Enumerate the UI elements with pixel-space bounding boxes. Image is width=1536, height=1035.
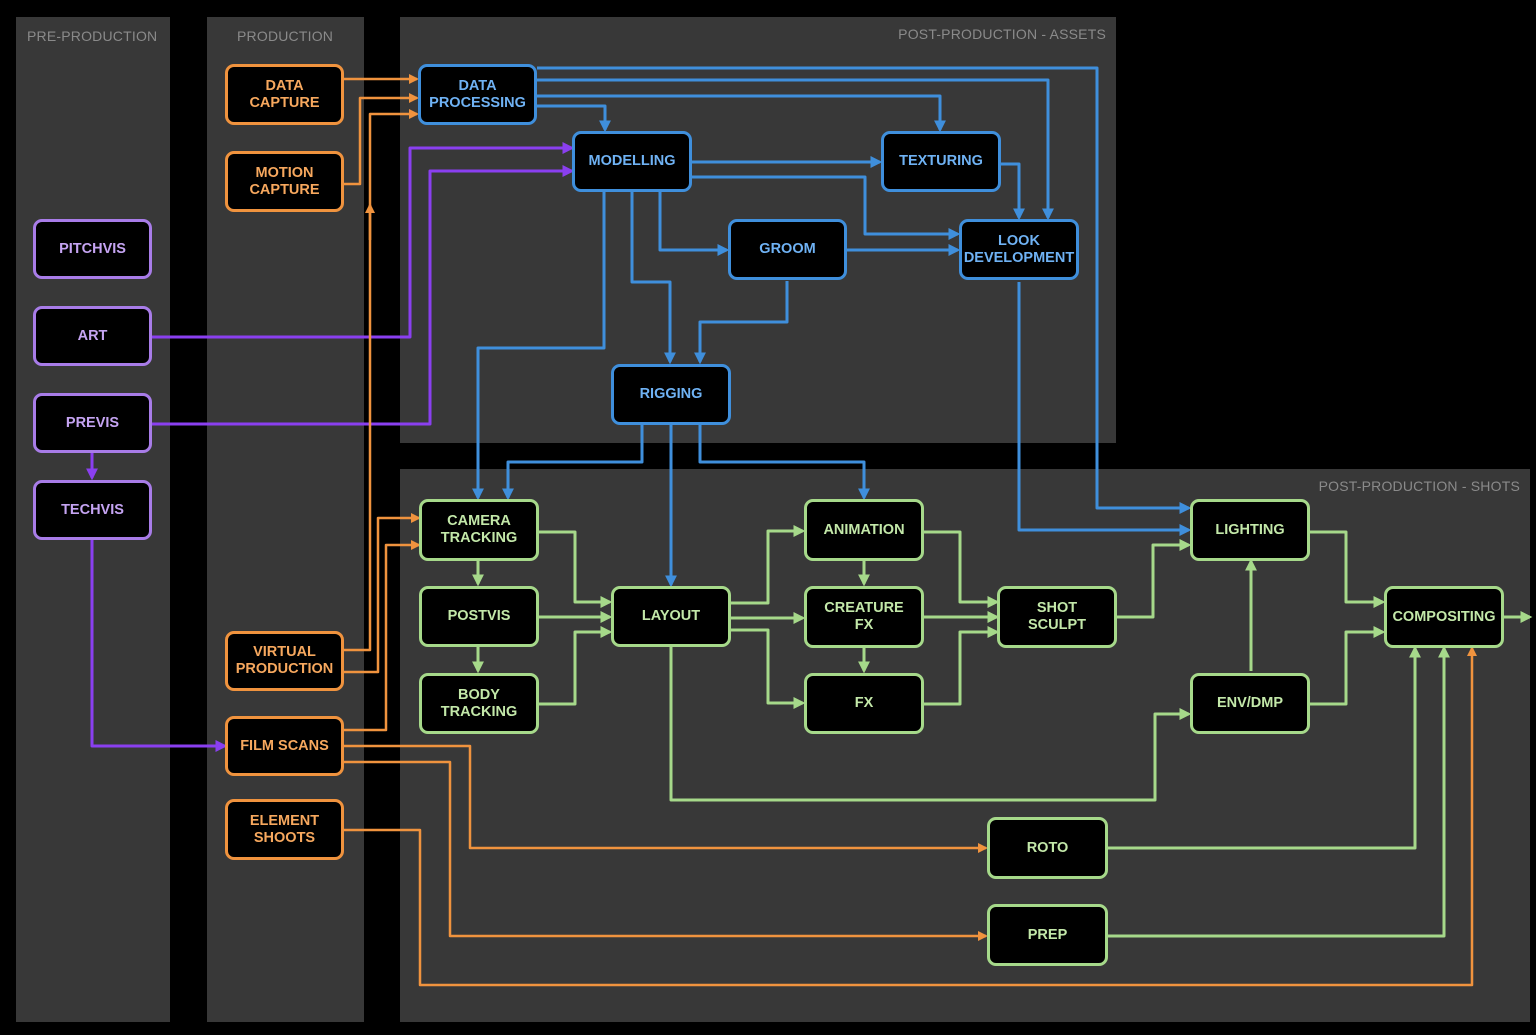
creature-fx-node[interactable]: CREATURE FX	[804, 586, 924, 648]
wire-rigging-animation	[698, 425, 870, 501]
animation-label: ANIMATION	[823, 521, 905, 538]
lighting-label: LIGHTING	[1215, 521, 1285, 538]
groom-label: GROOM	[759, 241, 816, 257]
production-label: PRODUCTION	[237, 28, 334, 44]
element-shoots-label: ELEMENT SHOOTS	[249, 812, 320, 846]
wire-lighting-compositing	[1309, 530, 1386, 608]
wire-filmscans-roto	[343, 744, 988, 853]
previs-node[interactable]: PREVIS	[33, 393, 152, 453]
wire-previs-modelling	[152, 165, 575, 426]
body-tracking-label: BODY TRACKING	[440, 686, 518, 720]
wire-bodytracking-layout	[538, 626, 613, 706]
layout-node[interactable]: LAYOUT	[611, 586, 731, 647]
wire-layout-animation	[730, 525, 806, 605]
wire-modelling-cameratracking	[472, 192, 606, 501]
modelling-node[interactable]: MODELLING	[572, 131, 692, 192]
lighting-node[interactable]: LIGHTING	[1190, 499, 1310, 561]
shot-sculpt-node[interactable]: SHOT SCULPT	[997, 586, 1117, 648]
layout-label: LAYOUT	[641, 608, 701, 624]
fx-label: FX	[854, 695, 874, 711]
roto-node[interactable]: ROTO	[987, 817, 1108, 879]
wire-filmscans-cameratracking	[343, 540, 421, 732]
wire-dataprocessing-modelling	[537, 104, 611, 133]
motion-capture-label: MOTION CAPTURE	[249, 164, 320, 198]
postvis-node[interactable]: POSTVIS	[419, 586, 539, 647]
rigging-label: RIGGING	[639, 386, 703, 402]
prep-node[interactable]: PREP	[987, 904, 1108, 966]
fx-node[interactable]: FX	[804, 673, 924, 734]
data-processing-node[interactable]: DATA PROCESSING	[418, 64, 537, 125]
art-node[interactable]: ART	[33, 306, 152, 366]
wire-envdmp-compositing	[1309, 626, 1386, 706]
data-capture-node[interactable]: DATA CAPTURE	[225, 64, 344, 125]
wire-modelling-rigging	[630, 192, 676, 365]
pitchvis-label: PITCHVIS	[59, 240, 126, 257]
env-dmp-label: ENV/DMP	[1216, 695, 1284, 711]
creature-fx-label: CREATURE FX	[824, 600, 904, 633]
wire-modelling-groom	[658, 192, 730, 256]
wire-rigging-cameratracking	[502, 425, 644, 501]
post-production-assets-label: POST-PRODUCTION - ASSETS	[898, 26, 1106, 42]
wire-filmscans-prep	[343, 760, 988, 941]
element-shoots-node[interactable]: ELEMENT SHOOTS	[225, 799, 344, 860]
roto-label: ROTO	[1026, 839, 1069, 856]
wire-virtualproduction-dataprocessing	[343, 203, 375, 652]
data-processing-label: DATA PROCESSING	[429, 77, 526, 111]
virtual-production-label: VIRTUAL PRODUCTION	[235, 644, 334, 677]
groom-node[interactable]: GROOM	[728, 219, 847, 280]
postvis-label: POSTVIS	[447, 608, 511, 624]
wire-fx-shotsculpt	[923, 626, 1000, 706]
env-dmp-node[interactable]: ENV/DMP	[1190, 673, 1310, 734]
pre-production-label: PRE-PRODUCTION	[27, 28, 158, 44]
wire-cameratracking-layout	[538, 530, 613, 608]
data-capture-label: DATA CAPTURE	[249, 77, 320, 111]
wire-texturing-lookdev	[1001, 162, 1025, 221]
wire-groom-rigging	[694, 281, 789, 365]
virtual-production-node[interactable]: VIRTUAL PRODUCTION	[225, 631, 344, 691]
wire-animation-shotsculpt	[923, 530, 1000, 608]
pitchvis-node[interactable]: PITCHVIS	[33, 219, 152, 279]
film-scans-label: FILM SCANS	[240, 737, 329, 754]
post-production-shots-panel: POST-PRODUCTION - SHOTS	[400, 469, 1530, 1022]
texturing-node[interactable]: TEXTURING	[881, 131, 1001, 192]
look-development-node[interactable]: LOOK DEVELOPMENT	[959, 219, 1079, 280]
prep-label: PREP	[1027, 926, 1068, 943]
wire-layout-fx	[730, 628, 806, 709]
animation-node[interactable]: ANIMATION	[804, 499, 924, 561]
body-tracking-node[interactable]: BODY TRACKING	[419, 673, 539, 734]
techvis-node[interactable]: TECHVIS	[33, 480, 152, 540]
wire-virtualproduction-dataprocessing-b	[368, 109, 419, 240]
wire-layout-envdmp	[669, 647, 1192, 802]
shot-sculpt-label: SHOT SCULPT	[1028, 600, 1086, 633]
wire-elementshoots-compositing	[343, 646, 1477, 987]
wire-art-modelling	[152, 142, 575, 339]
film-scans-node[interactable]: FILM SCANS	[225, 716, 344, 776]
wire-modelling-lookdev	[692, 175, 961, 240]
wire-lookdev-lighting	[1017, 282, 1192, 536]
wire-dataprocessing-lookdev	[537, 78, 1054, 221]
wire-dataprocessing-lighting	[537, 66, 1192, 514]
rigging-node[interactable]: RIGGING	[611, 364, 731, 425]
wire-motioncapture-dataprocessing	[343, 93, 419, 186]
compositing-node[interactable]: COMPOSITING	[1384, 586, 1504, 648]
look-development-label: LOOK DEVELOPMENT	[963, 232, 1075, 266]
camera-tracking-label: CAMERA TRACKING	[440, 513, 518, 546]
post-production-shots-label: POST-PRODUCTION - SHOTS	[1318, 478, 1520, 494]
modelling-label: MODELLING	[588, 153, 676, 169]
camera-tracking-node[interactable]: CAMERA TRACKING	[419, 499, 539, 561]
wire-roto-compositing	[1107, 645, 1421, 850]
wire-dataprocessing-texturing	[537, 94, 946, 133]
texturing-label: TEXTURING	[899, 153, 983, 169]
art-label: ART	[77, 327, 108, 344]
techvis-label: TECHVIS	[61, 501, 124, 518]
wire-prep-compositing	[1107, 645, 1450, 938]
wire-shotsculpt-lighting	[1116, 539, 1192, 619]
wire-virtualproduction-cameratracking	[343, 513, 421, 674]
motion-capture-node[interactable]: MOTION CAPTURE	[225, 151, 344, 212]
compositing-label: COMPOSITING	[1392, 608, 1496, 625]
previs-label: PREVIS	[65, 414, 120, 431]
wire-techvis-filmscans	[90, 540, 228, 752]
